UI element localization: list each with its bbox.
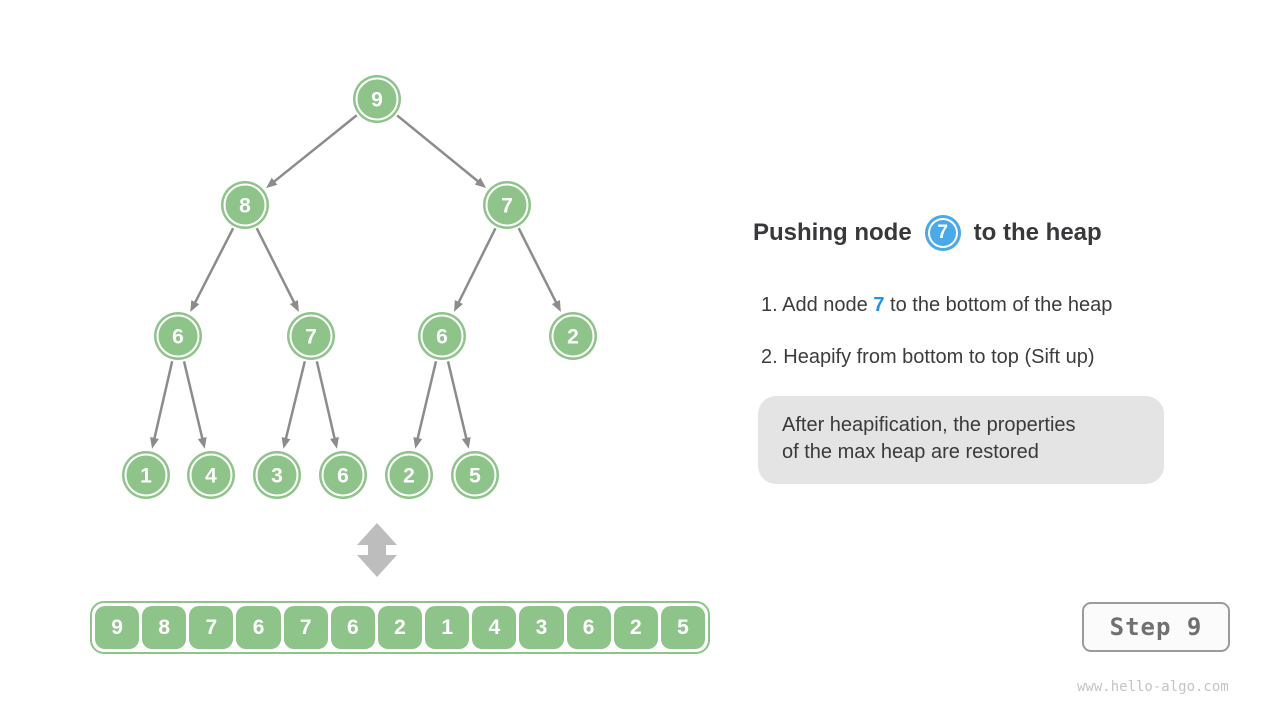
array-cell: 5 xyxy=(660,606,706,649)
tree-edge xyxy=(454,227,497,312)
tree-edge xyxy=(517,227,561,312)
tree-node: 6 xyxy=(154,312,202,360)
tree-edge xyxy=(182,361,207,449)
note-line-1: After heapification, the properties xyxy=(782,414,1076,436)
tree-node-value: 7 xyxy=(501,195,513,218)
array-cell: 6 xyxy=(330,606,375,649)
tree-node-value: 1 xyxy=(140,465,152,488)
tree-edge xyxy=(190,227,235,312)
tree-edge xyxy=(255,227,299,312)
tree-edge xyxy=(150,361,174,449)
array-cell: 7 xyxy=(189,606,234,649)
step-1-number: 1. xyxy=(761,294,778,316)
tree-node: 5 xyxy=(451,451,499,499)
tree-node-value: 5 xyxy=(469,465,481,488)
title-prefix: Pushing node xyxy=(753,219,912,246)
tree-node-value: 6 xyxy=(436,326,448,349)
array-cell: 3 xyxy=(519,606,564,649)
array-cell: 2 xyxy=(377,606,423,649)
instruction-step-2: 2. Heapify from bottom to top (Sift up) xyxy=(761,344,1095,370)
step-2-number: 2. xyxy=(761,346,778,368)
tree-node: 6 xyxy=(418,312,466,360)
tree-edge xyxy=(315,361,339,449)
tree-node-value: 7 xyxy=(305,326,317,349)
figure-title: Pushing node 7 to the heap xyxy=(753,213,1102,253)
tree-nodes: 9 8 7 6 7 6 2 1 4 3 6 2 5 xyxy=(122,75,597,499)
array-cell: 9 xyxy=(95,606,140,649)
website-watermark: www.hello-algo.com xyxy=(1077,679,1229,695)
tree-node: 6 xyxy=(319,451,367,499)
array-cell: 8 xyxy=(142,606,187,649)
tree-node-value: 6 xyxy=(172,326,184,349)
tree-node-value: 3 xyxy=(271,465,283,488)
step-1-highlight: 7 xyxy=(873,294,885,316)
array-cell: 6 xyxy=(236,606,281,649)
step-1-text-rest: to the bottom of the heap xyxy=(884,294,1113,316)
tree-edge xyxy=(413,361,438,449)
step-2-text: Heapify from bottom to top (Sift up) xyxy=(783,346,1095,368)
array-cell: 7 xyxy=(283,606,328,649)
tree-node: 7 xyxy=(287,312,335,360)
tree-node-value: 4 xyxy=(205,465,217,488)
tree-node: 7 xyxy=(483,181,531,229)
tree-edge xyxy=(396,114,487,188)
step-1-text: Add node xyxy=(782,294,874,316)
pushed-node-badge: 7 xyxy=(924,215,961,251)
title-suffix: to the heap xyxy=(973,219,1102,246)
tree-node-value: 6 xyxy=(337,465,349,488)
tree-node-value: 2 xyxy=(567,326,579,349)
tree-node: 2 xyxy=(549,312,597,360)
tree-node: 4 xyxy=(187,451,235,499)
step-counter-badge: Step 9 xyxy=(1082,602,1230,652)
tree-edge xyxy=(446,361,471,449)
array-cell: 1 xyxy=(425,606,470,649)
tree-edges xyxy=(150,114,561,449)
array-cell: 4 xyxy=(472,606,517,649)
note-line-2: of the max heap are restored xyxy=(782,441,1039,463)
heap-tree-diagram: 9 8 7 6 7 6 2 1 4 3 6 2 5 xyxy=(122,75,597,577)
tree-node-value: 2 xyxy=(403,465,415,488)
array-cell: 6 xyxy=(566,606,611,649)
tree-node: 9 xyxy=(353,75,401,123)
array-cell: 2 xyxy=(613,606,658,649)
tree-edge xyxy=(266,114,358,189)
tree-node-value: 9 xyxy=(371,89,383,112)
tree-node-value: 8 xyxy=(239,195,251,218)
instruction-step-1: 1. Add node 7 to the bottom of the heap xyxy=(761,292,1112,318)
tree-node: 8 xyxy=(221,181,269,229)
pushed-node-value: 7 xyxy=(937,222,948,243)
tree-node: 1 xyxy=(122,451,170,499)
note-callout: After heapification, the properties of t… xyxy=(758,396,1164,484)
tree-node: 3 xyxy=(253,451,301,499)
tree-edge xyxy=(281,360,307,449)
tree-array-sync-icon xyxy=(357,523,397,577)
tree-node: 2 xyxy=(385,451,433,499)
step-counter-label: Step 9 xyxy=(1109,613,1203,641)
